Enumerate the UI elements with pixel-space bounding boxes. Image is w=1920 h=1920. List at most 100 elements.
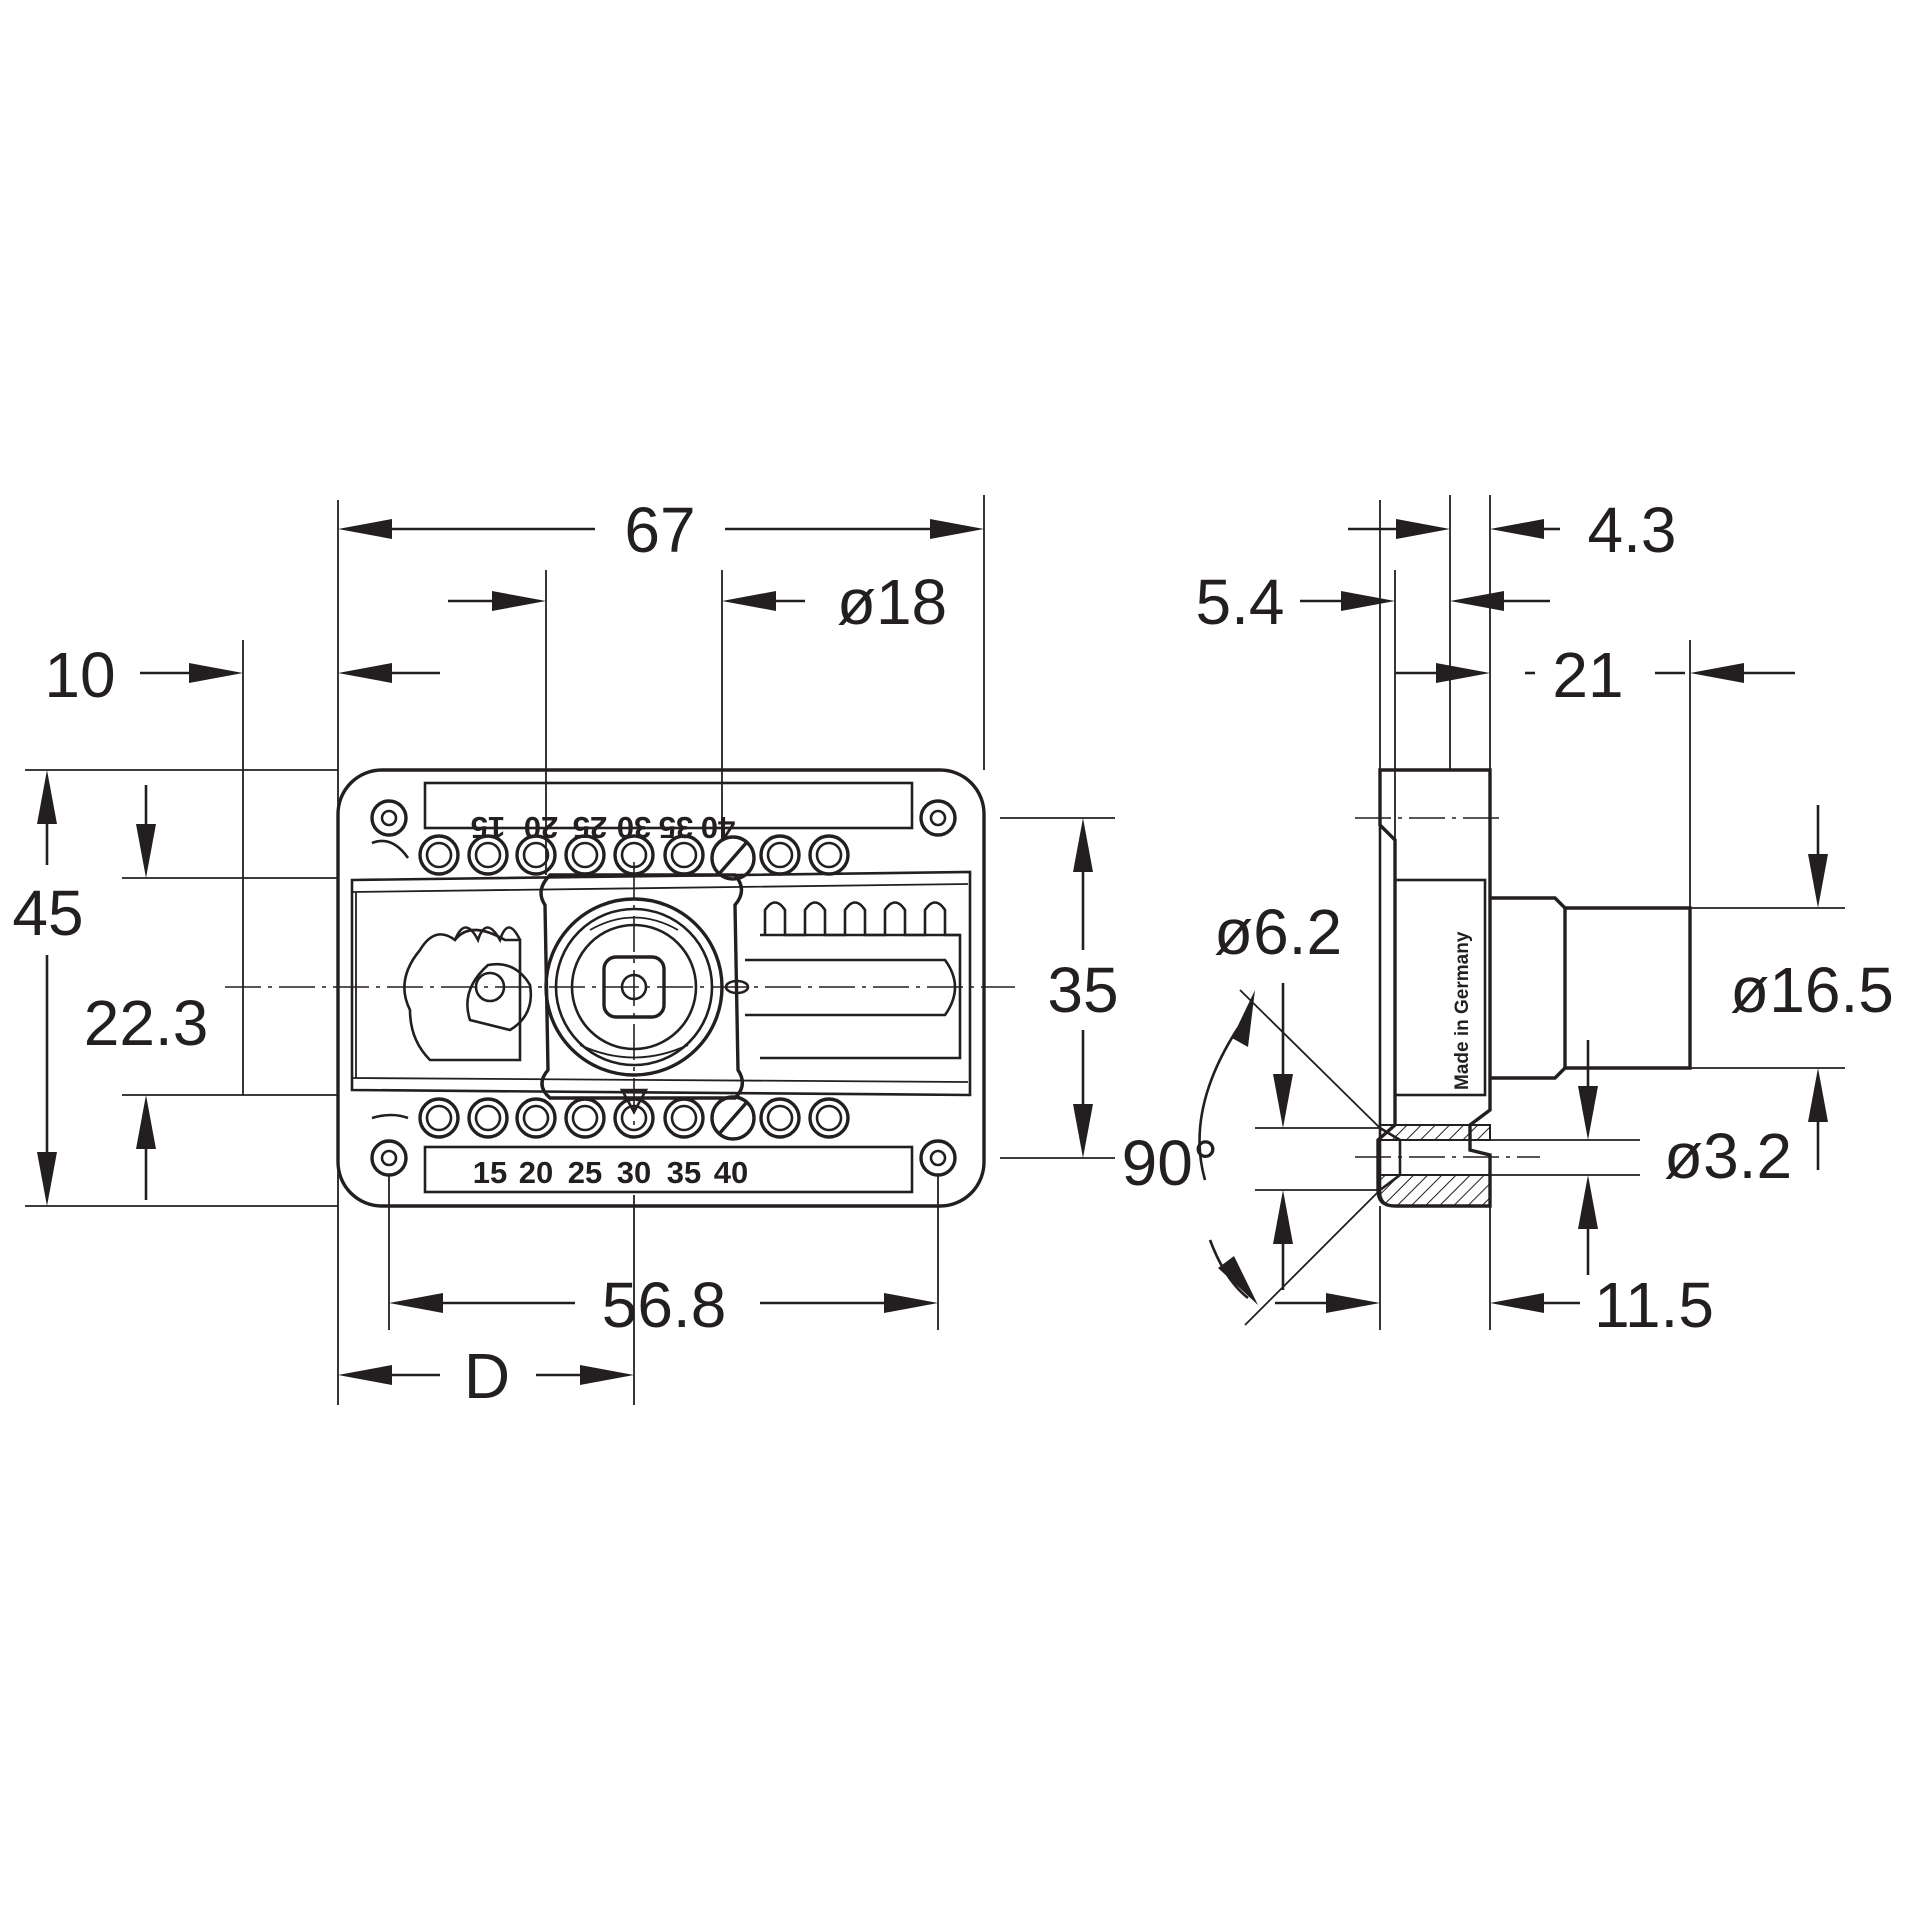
- side-view: Made in Germany: [1122, 494, 1894, 1341]
- top-adjustment-holes: [418, 834, 850, 876]
- top-adjustment-hole-1: [418, 834, 460, 876]
- scale-top-30: 30: [617, 810, 651, 845]
- top-adjustment-hole-8: [808, 834, 850, 876]
- bottom-adjustment-hole-inner-7: [766, 1104, 794, 1132]
- dim-diameter-18: ø18: [448, 566, 947, 638]
- bottom-scale-numbers: 15 20 25 30 35 40: [473, 1155, 748, 1190]
- top-scale-strip: [423, 781, 914, 830]
- front-extension-lines: [25, 495, 1115, 1405]
- scale-top-25: 25: [573, 810, 607, 845]
- top-adjustment-hole-inner-2: [474, 841, 502, 869]
- bottom-adjustment-hole-inner-4: [571, 1104, 599, 1132]
- scale-top-35: 35: [659, 810, 693, 845]
- top-adjustment-hole-3: [515, 834, 557, 876]
- bolt-rack-body: [760, 933, 962, 1060]
- dim-diameter-3-2: ø3.2: [1578, 1040, 1792, 1275]
- scale-bottom-25: 25: [568, 1155, 602, 1190]
- slotted-screw-top: [710, 835, 756, 881]
- dim-hole-spacing-horizontal-label: 56.8: [602, 1269, 727, 1341]
- dim-35: 35: [1047, 818, 1119, 1158]
- scale-top-40: 40: [701, 810, 735, 845]
- dim-diameter-16-5: ø16.5: [1730, 805, 1894, 1170]
- dim-countersink-angle-label: 90°: [1122, 1127, 1219, 1199]
- cylinder-protrusion: [1490, 896, 1567, 1080]
- dim-cylinder-length-label: 21: [1552, 639, 1623, 711]
- bottom-adjustment-hole-inner-1: [425, 1104, 453, 1132]
- dim-21: 21: [1395, 639, 1795, 711]
- dim-11-5: 11.5: [1275, 1269, 1714, 1341]
- bottom-adjustment-hole-inner-6: [670, 1104, 698, 1132]
- side-label-panel: [1393, 878, 1487, 1097]
- bolt-channel: [350, 870, 972, 1097]
- dim-overall-width-label: 67: [624, 494, 695, 566]
- dim-body-thickness-label: 5.4: [1196, 566, 1285, 638]
- dim-screw-head-diameter-label: ø6.2: [1214, 896, 1342, 968]
- cam-slot: [466, 962, 533, 1032]
- scale-bottom-40: 40: [714, 1155, 748, 1190]
- bottom-adjustment-hole-inner-3: [522, 1104, 550, 1132]
- bottom-adjustment-hole-8: [808, 1097, 850, 1139]
- bottom-adjustment-hole-7: [759, 1097, 801, 1139]
- gear-teeth-left: [453, 926, 522, 944]
- side-extension-lines: [1239, 495, 1845, 1330]
- top-adjustment-hole-4: [564, 834, 606, 876]
- mounting-hole-bottom-left: [370, 1139, 408, 1177]
- bottom-adjustment-hole-inner-2: [474, 1104, 502, 1132]
- mounting-hole-top-left: [370, 799, 408, 837]
- made-in-germany-marking: Made in Germany: [1452, 931, 1473, 1090]
- top-adjustment-hole-inner-6: [670, 841, 698, 869]
- bottom-adjustment-hole-3: [515, 1097, 557, 1139]
- scale-bottom-30: 30: [617, 1155, 651, 1190]
- bottom-adjustment-hole-inner-8: [815, 1104, 843, 1132]
- dim-45: 45: [12, 770, 84, 1206]
- top-scale-numbers: 40 35 30 25 20 15: [471, 810, 735, 845]
- top-adjustment-hole-inner-3: [522, 841, 550, 869]
- screw-hole-hatched-section: [1379, 1124, 1491, 1141]
- dim-backset-label: D: [464, 1340, 510, 1412]
- dim-10: 10: [44, 639, 440, 711]
- dim-22-3: 22.3: [84, 785, 209, 1200]
- gear-cam: [403, 928, 522, 1062]
- mounting-hole-top-right: [919, 799, 957, 837]
- scale-bottom-15: 15: [473, 1155, 507, 1190]
- dim-top-offset-label: 4.3: [1588, 494, 1677, 566]
- front-view: 40 35 30 25 20 15 15 20 25 30 35 40: [12, 494, 1118, 1412]
- dim-overall-height-label: 45: [12, 877, 83, 949]
- dim-center-height-label: 22.3: [84, 987, 209, 1059]
- housing-corner-bumps: [371, 839, 410, 1120]
- dim-angle-90: 90°: [1122, 990, 1258, 1305]
- dim-backset-offset-label: 10: [44, 639, 115, 711]
- screw-hole-hatched-section-lower: [1379, 1174, 1491, 1207]
- top-adjustment-hole-inner-1: [425, 841, 453, 869]
- scale-top-15: 15: [471, 810, 505, 845]
- top-adjustment-hole-inner-4: [571, 841, 599, 869]
- dim-67: 67: [338, 494, 984, 566]
- bottom-scale-strip: [423, 1145, 914, 1194]
- dim-4-3: 4.3: [1348, 494, 1676, 566]
- bottom-adjustment-hole-4: [564, 1097, 606, 1139]
- bolt-channel-inner: [351, 883, 969, 1083]
- dim-cylinder-diameter-side-label: ø16.5: [1730, 954, 1894, 1026]
- bottom-adjustment-hole-6: [663, 1097, 705, 1139]
- top-adjustment-hole-2: [467, 834, 509, 876]
- dim-5-4: 5.4: [1196, 566, 1550, 638]
- dim-56-8: 56.8: [389, 1269, 938, 1341]
- dim-screw-hole-diameter-label: ø3.2: [1664, 1120, 1792, 1192]
- dim-plate-depth-label: 11.5: [1594, 1269, 1714, 1341]
- bottom-adjustment-hole-1: [418, 1097, 460, 1139]
- scale-bottom-20: 20: [519, 1155, 553, 1190]
- dim-hole-spacing-vertical-label: 35: [1047, 954, 1118, 1026]
- dim-D: D: [338, 1340, 634, 1412]
- dim-diameter-6-2: ø6.2: [1214, 896, 1342, 1290]
- top-adjustment-hole-7: [759, 834, 801, 876]
- mounting-hole-bottom-right: [919, 1139, 957, 1177]
- cylinder-shaft: [1565, 906, 1692, 1070]
- top-adjustment-hole-inner-8: [815, 841, 843, 869]
- bottom-adjustment-hole-2: [467, 1097, 509, 1139]
- bottom-adjustment-holes: [418, 1097, 850, 1139]
- slotted-screw-bottom: [710, 1095, 756, 1141]
- scale-top-20: 20: [524, 810, 558, 845]
- dim-cylinder-diameter-label: ø18: [837, 566, 947, 638]
- bolt-rack-teeth: [763, 901, 960, 937]
